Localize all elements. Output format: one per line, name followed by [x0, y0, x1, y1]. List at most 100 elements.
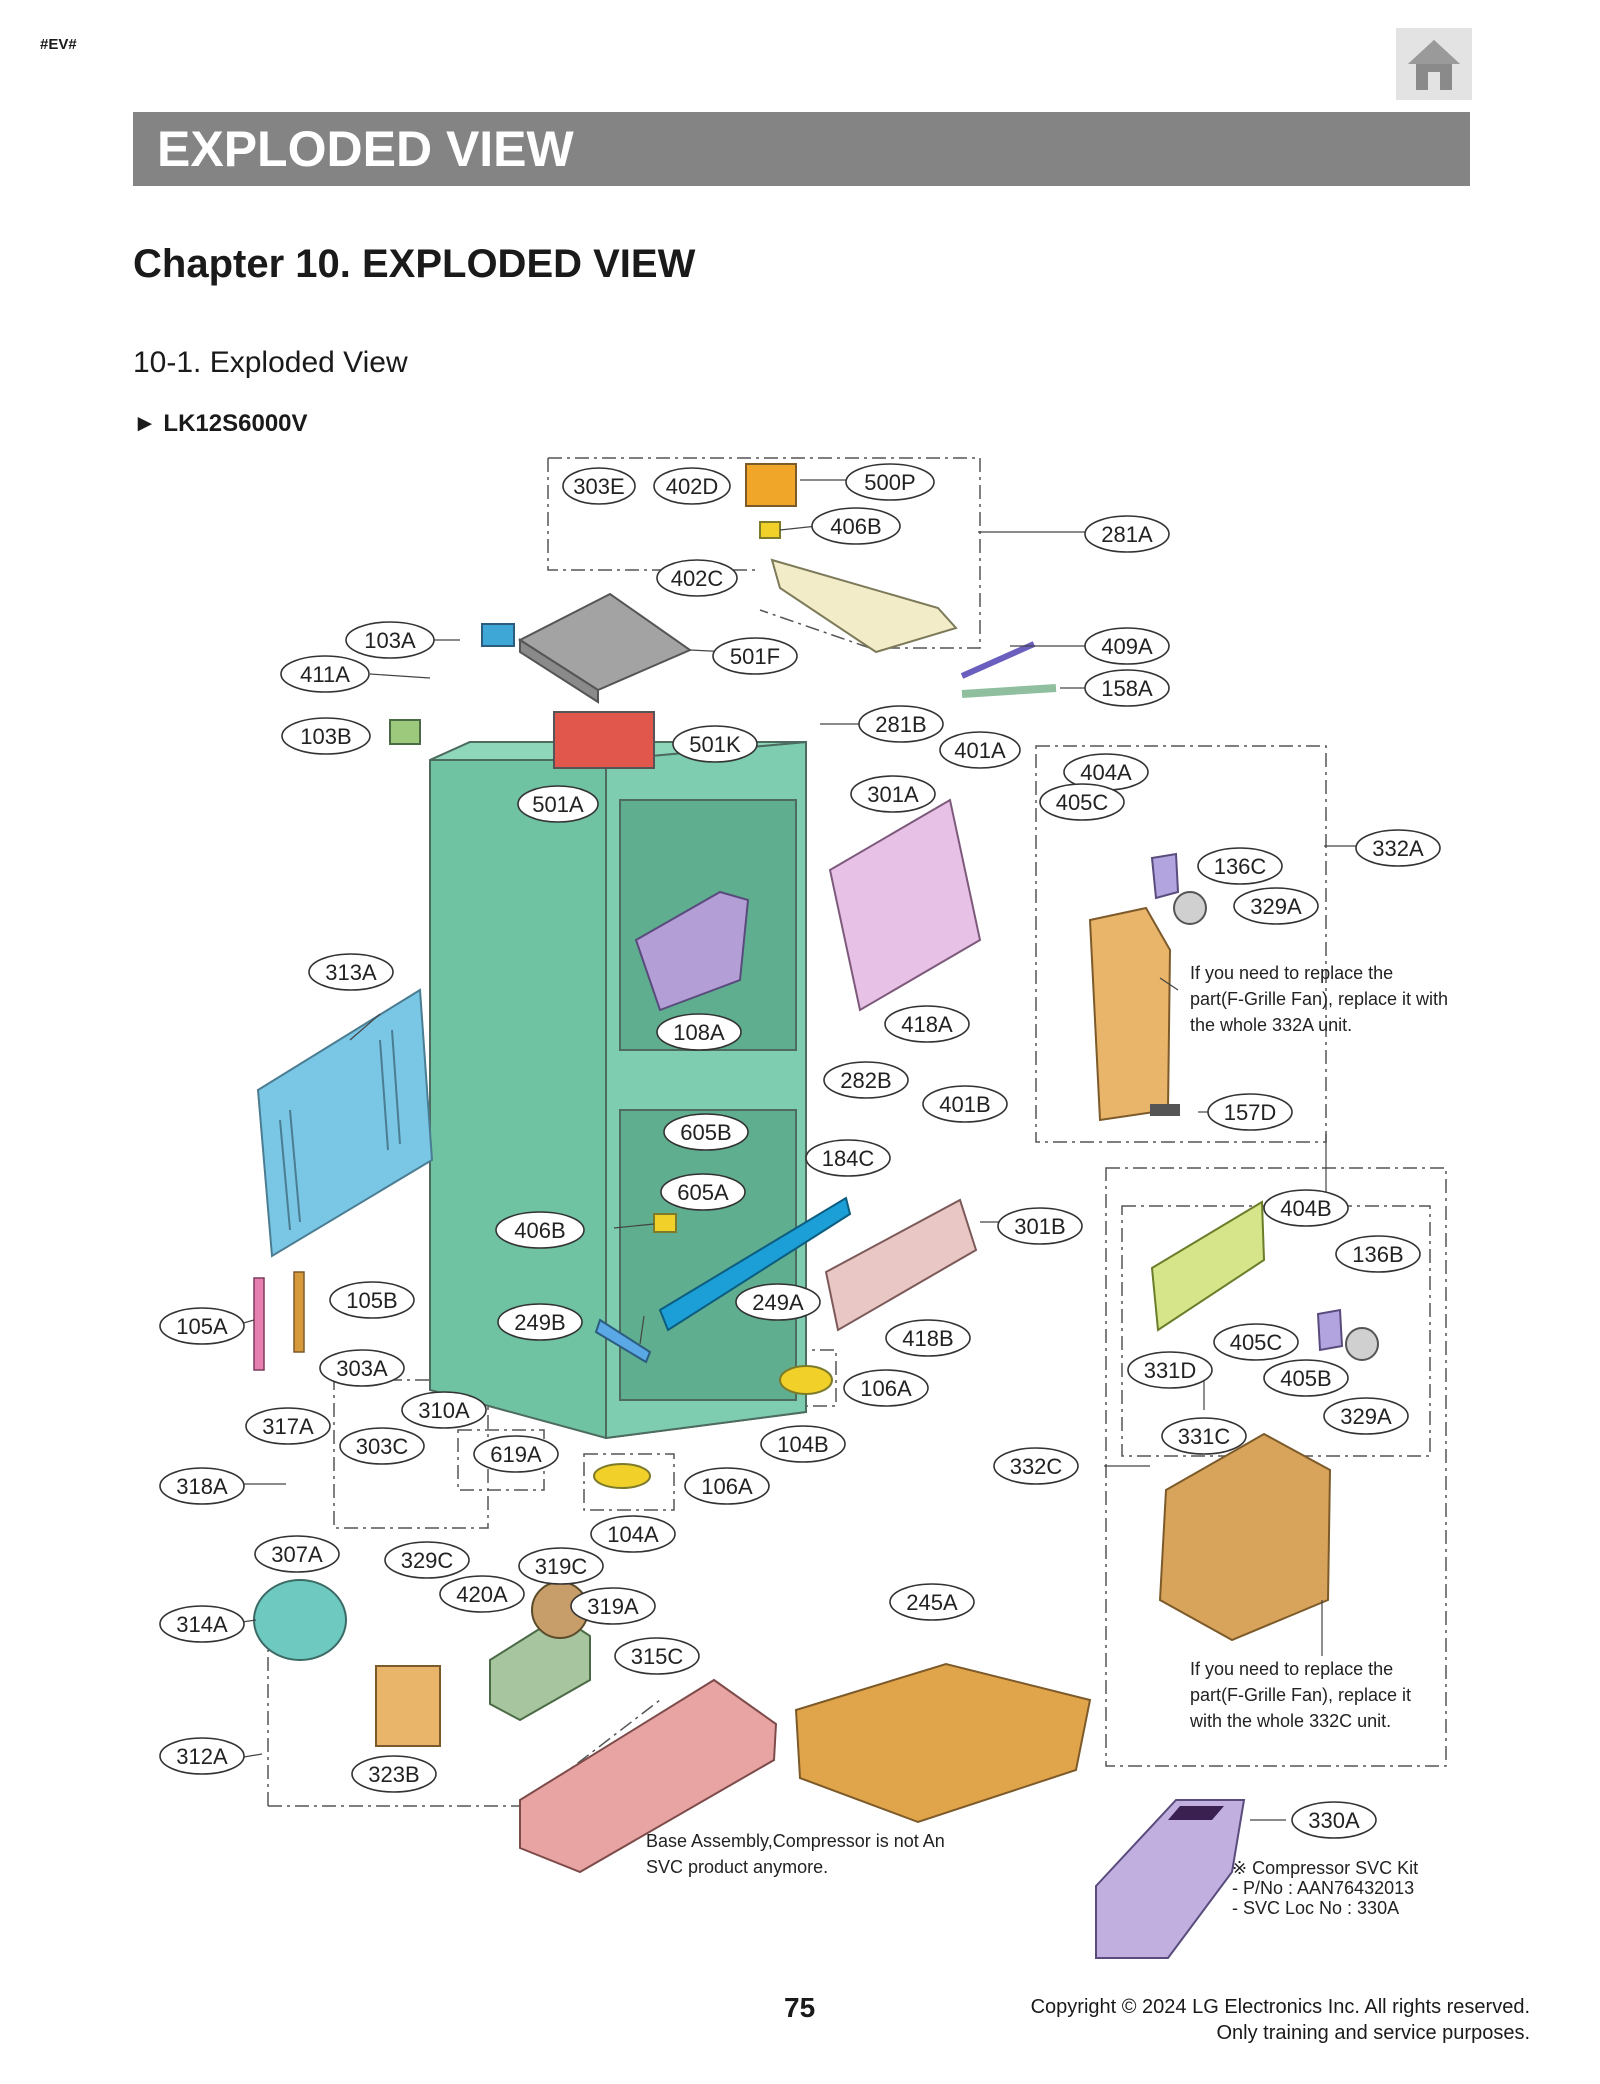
top-cover-501F	[517, 592, 693, 704]
plate-331D	[1150, 1200, 1266, 1332]
part-label: 329C	[401, 1548, 454, 1573]
rod-409A	[960, 641, 1036, 679]
callout-314A	[159, 1605, 245, 1643]
callout-323B	[351, 1755, 437, 1793]
part-label: 401B	[939, 1092, 990, 1117]
part-label: 406B	[830, 514, 881, 539]
group-box-332A	[1035, 745, 1327, 1143]
part-329A-bottom	[1345, 1327, 1379, 1361]
part-label: 401A	[954, 738, 1006, 763]
part-label: 406B	[514, 1218, 565, 1243]
callout-329C	[384, 1541, 470, 1579]
callout-104B	[760, 1425, 846, 1463]
evaporator-301A	[828, 798, 982, 1012]
part-136C	[1150, 852, 1180, 900]
callout-406B-mid	[495, 1211, 585, 1249]
part-label: 318A	[176, 1474, 228, 1499]
callout-157D	[1207, 1093, 1293, 1131]
copyright-line: Only training and service purposes.	[1216, 2022, 1531, 2044]
fan-shroud-332A	[1088, 906, 1172, 1122]
part-label: 315C	[631, 1644, 684, 1669]
part-label: 331D	[1144, 1358, 1197, 1383]
page-number: 75	[784, 1992, 816, 2023]
note-332C: If you need to replace the part(F-Grille…	[1190, 1659, 1412, 1731]
part-label: 106A	[701, 1474, 753, 1499]
callout-405B	[1263, 1359, 1349, 1397]
part-label: 332A	[1372, 836, 1424, 861]
part-label: 404A	[1080, 760, 1132, 785]
callout-249A	[735, 1283, 821, 1321]
group-box-104A	[583, 1453, 675, 1511]
banner-title: EXPLODED VIEW	[157, 121, 574, 177]
evaporator-301B	[824, 1198, 978, 1332]
callout-500P	[845, 463, 935, 501]
part-label: 402C	[671, 566, 724, 591]
part-label: 317A	[262, 1414, 314, 1439]
callout-401A	[939, 731, 1021, 769]
part-label: 605A	[677, 1180, 729, 1205]
part-label: 303A	[336, 1356, 388, 1381]
compressor-307A	[253, 1579, 347, 1661]
callout-184C	[805, 1139, 891, 1177]
part-103A	[481, 623, 515, 647]
section-title: 10-1. Exploded View	[133, 346, 408, 379]
callout-136B	[1335, 1235, 1421, 1273]
part-label: 319C	[535, 1554, 588, 1579]
part-label: 136C	[1214, 854, 1267, 879]
part-label: 402D	[666, 474, 719, 499]
part-label: 282B	[840, 1068, 891, 1093]
part-label: 307A	[271, 1542, 323, 1567]
part-label: 501F	[730, 644, 780, 669]
callout-249B	[497, 1303, 583, 1341]
callout-404B	[1263, 1189, 1349, 1227]
callout-405C-bottom	[1213, 1323, 1299, 1361]
callout-310A	[401, 1391, 487, 1429]
part-136B	[1316, 1308, 1344, 1352]
part-329A-top	[1173, 891, 1207, 925]
part-label: 157D	[1224, 1100, 1277, 1125]
home-button[interactable]	[1396, 28, 1472, 100]
callout-108A	[656, 1013, 742, 1051]
callout-106A-right	[843, 1369, 929, 1407]
callout-332A	[1355, 829, 1441, 867]
part-label: 103A	[364, 628, 416, 653]
callout-281B	[858, 705, 944, 743]
callout-301A	[850, 775, 936, 813]
part-label: 104A	[607, 1522, 659, 1547]
callout-418B	[885, 1319, 971, 1357]
part-label: 323B	[368, 1762, 419, 1787]
part-label: 405C	[1230, 1330, 1283, 1355]
callout-136C	[1197, 847, 1283, 885]
part-label: 319A	[587, 1594, 639, 1619]
callout-605A	[660, 1173, 746, 1211]
part-label: 106A	[860, 1376, 912, 1401]
part-label: 330A	[1308, 1808, 1360, 1833]
kit-line: - SVC Loc No : 330A	[1232, 1898, 1400, 1918]
part-label: 500P	[864, 470, 915, 495]
note-332A: If you need to replace the part(F-Grille…	[1190, 963, 1449, 1035]
callout-406B-top	[811, 507, 901, 545]
part-500P	[745, 463, 797, 507]
part-105A	[253, 1277, 265, 1371]
callout-402D	[653, 467, 731, 505]
callout-317A	[245, 1407, 331, 1445]
part-callouts	[159, 463, 1441, 1839]
part-label: 104B	[777, 1432, 828, 1457]
callout-103A	[345, 621, 435, 659]
copyright: Copyright © 2024 LG Electronics Inc. All…	[1031, 1994, 1530, 2046]
part-label: 404B	[1280, 1196, 1331, 1221]
part-label: 418B	[902, 1326, 953, 1351]
callout-245A	[889, 1583, 975, 1621]
callout-315C	[614, 1637, 700, 1675]
callout-106A-bottom	[684, 1467, 770, 1505]
group-box-332C	[1105, 1167, 1447, 1767]
part-label: 103B	[300, 724, 351, 749]
callout-158A	[1084, 669, 1170, 707]
part-108A	[634, 890, 750, 1012]
callout-319A	[570, 1587, 656, 1625]
part-label: 331C	[1178, 1424, 1231, 1449]
part-label: 411A	[300, 662, 350, 687]
kit-line: ※ Compressor SVC Kit	[1232, 1858, 1419, 1878]
callout-301B	[997, 1207, 1083, 1245]
callout-281A	[1084, 515, 1170, 553]
